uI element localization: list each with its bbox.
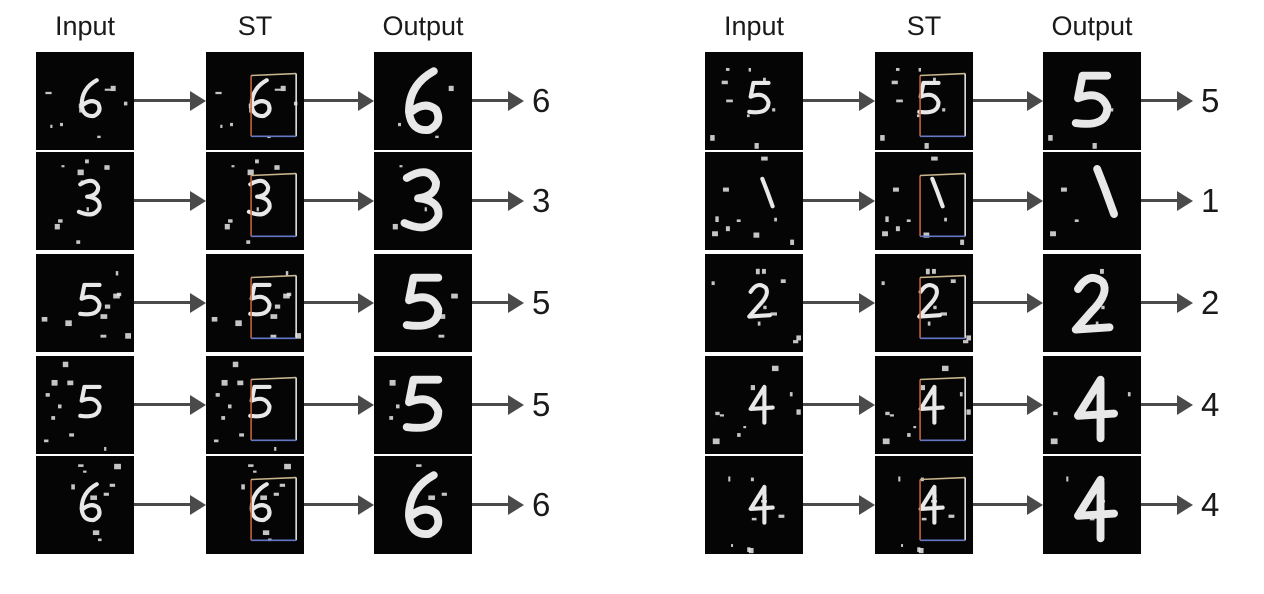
predicted-label: 5 — [532, 386, 551, 423]
input-digit-image — [36, 254, 134, 352]
input-digit-image — [36, 52, 134, 150]
output-digit-image — [1043, 152, 1141, 250]
arrow-input-to-st — [134, 91, 206, 111]
arrow-st-to-output — [304, 91, 374, 111]
arrow-input-to-st — [803, 191, 875, 211]
arrow-st-to-output — [973, 191, 1043, 211]
predicted-label: 5 — [532, 284, 551, 321]
column-header-input: Input — [54, 11, 116, 41]
arrow-output-to-label — [472, 495, 524, 515]
st-digit-image — [875, 152, 973, 250]
arrow-st-to-output — [973, 495, 1043, 515]
column-header-st: ST — [237, 11, 273, 41]
output-digit-image — [374, 356, 472, 454]
arrow-output-to-label — [1141, 495, 1193, 515]
output-digit-image — [374, 254, 472, 352]
arrow-input-to-st — [803, 91, 875, 111]
output-digit-image — [374, 52, 472, 150]
arrow-st-to-output — [304, 495, 374, 515]
arrow-st-to-output — [973, 293, 1043, 313]
predicted-label: 4 — [1201, 386, 1220, 423]
predicted-label: 6 — [532, 486, 551, 523]
arrow-output-to-label — [472, 293, 524, 313]
column-header-input: Input — [723, 11, 785, 41]
st-digit-image — [206, 356, 304, 454]
arrow-output-to-label — [1141, 395, 1193, 415]
input-digit-image — [705, 152, 803, 250]
output-digit-image — [1043, 254, 1141, 352]
arrow-output-to-label — [472, 91, 524, 111]
output-digit-image — [1043, 356, 1141, 454]
st-digit-image — [875, 356, 973, 454]
input-digit-image — [705, 52, 803, 150]
st-digit-image — [206, 52, 304, 150]
output-digit-image — [374, 456, 472, 554]
input-digit-image — [36, 356, 134, 454]
predicted-label: 2 — [1201, 284, 1220, 321]
st-digit-image — [206, 456, 304, 554]
arrow-output-to-label — [472, 395, 524, 415]
predicted-label: 5 — [1201, 82, 1220, 119]
arrow-output-to-label — [472, 191, 524, 211]
predicted-label: 4 — [1201, 486, 1220, 523]
arrow-input-to-st — [134, 495, 206, 515]
arrow-input-to-st — [803, 395, 875, 415]
st-digit-image — [875, 254, 973, 352]
arrow-input-to-st — [134, 395, 206, 415]
column-header-output: Output — [382, 11, 464, 41]
column-header-st: ST — [906, 11, 942, 41]
output-digit-image — [1043, 52, 1141, 150]
input-digit-image — [705, 356, 803, 454]
input-digit-image — [705, 254, 803, 352]
arrow-output-to-label — [1141, 191, 1193, 211]
st-digit-image — [206, 152, 304, 250]
st-digit-image — [875, 456, 973, 554]
arrow-st-to-output — [973, 91, 1043, 111]
output-digit-image — [374, 152, 472, 250]
input-digit-image — [36, 152, 134, 250]
arrow-input-to-st — [803, 495, 875, 515]
predicted-label: 3 — [532, 182, 551, 219]
arrow-output-to-label — [1141, 293, 1193, 313]
column-header-output: Output — [1051, 11, 1133, 41]
arrow-st-to-output — [304, 293, 374, 313]
output-digit-image — [1043, 456, 1141, 554]
arrow-input-to-st — [134, 293, 206, 313]
arrow-input-to-st — [803, 293, 875, 313]
predicted-label: 6 — [532, 82, 551, 119]
st-digit-image — [206, 254, 304, 352]
arrow-st-to-output — [304, 395, 374, 415]
input-digit-image — [705, 456, 803, 554]
predicted-label: 1 — [1201, 182, 1220, 219]
st-digit-image — [875, 52, 973, 150]
arrow-output-to-label — [1141, 91, 1193, 111]
input-digit-image — [36, 456, 134, 554]
arrow-st-to-output — [304, 191, 374, 211]
arrow-st-to-output — [973, 395, 1043, 415]
arrow-input-to-st — [134, 191, 206, 211]
